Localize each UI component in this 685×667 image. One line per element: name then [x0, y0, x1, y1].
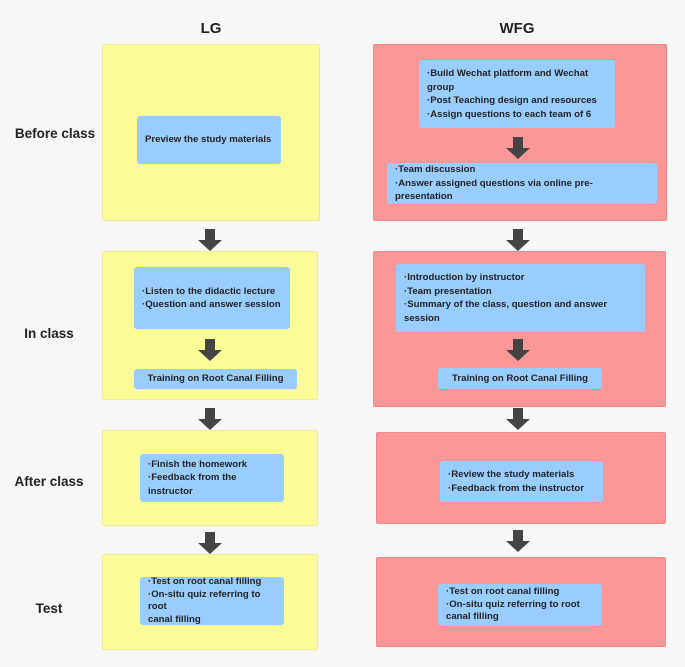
lg-training-box: Training on Root Canal Filling [134, 369, 297, 389]
wfg-column-header: WFG [499, 20, 535, 37]
box-line: ·Answer assigned questions via online pr… [395, 177, 593, 203]
box-line: ·On-situ quiz referring to root [148, 588, 261, 613]
box-line: ·Post Teaching design and resources [427, 95, 597, 106]
box-line: ·Introduction by instructor [404, 272, 525, 283]
box-line: Training on Root Canal Filling [452, 372, 588, 384]
box-line: ·Listen to the didactic lecture [142, 285, 276, 297]
box-line: ·Test on root canal filling [446, 586, 560, 598]
box-line: ·Finish the homework [148, 458, 248, 470]
box-line: ·Assign questions to each team of 6 [427, 108, 592, 120]
box-line: ·Team discussion [395, 164, 476, 176]
box-line: Training on Root Canal Filling [147, 373, 284, 385]
arrow-down-icon [198, 408, 222, 430]
arrow-down-icon [506, 229, 530, 251]
box-line: canal filling [148, 613, 201, 625]
wfg-review-box: ·Review the study materials ·Feedback fr… [440, 461, 603, 502]
arrow-down-icon [506, 408, 530, 430]
box-line: ·Review the study materials [448, 469, 575, 480]
box-line: Preview the study materials [145, 134, 272, 146]
row-label-after-class: After class [14, 474, 84, 489]
box-line: ·Feedback from the instructor [148, 472, 237, 497]
box-line: ·Team presentation [404, 285, 492, 297]
lg-column-header: LG [200, 20, 222, 37]
wfg-test-box: ·Test on root canal filling ·On-situ qui… [438, 584, 602, 626]
wfg-team-discussion-box: ·Team discussion ·Answer assigned questi… [387, 163, 657, 204]
lg-preview-box: Preview the study materials [137, 116, 281, 164]
arrow-down-icon [506, 339, 530, 361]
wfg-instructor-box: ·Introduction by instructor ·Team presen… [396, 264, 645, 332]
wfg-training-box: Training on Root Canal Filling [438, 368, 602, 389]
row-label-test: Test [35, 601, 63, 616]
arrow-down-icon [198, 532, 222, 554]
row-label-before-class: Before class [14, 126, 96, 141]
box-line: ·Question and answer session [142, 299, 281, 310]
box-line: ·Build Wechat platform and Wechat group [427, 68, 589, 93]
row-label-in-class: In class [24, 326, 74, 341]
box-line: ·Summary of the class, question and answ… [404, 299, 608, 324]
lg-lecture-box: ·Listen to the didactic lecture ·Questio… [134, 267, 290, 329]
box-line: ·On-situ quiz referring to root [446, 598, 580, 610]
wfg-test-panel [376, 557, 666, 647]
arrow-down-icon [506, 137, 530, 159]
lg-test-box: ·Test on root canal filling ·On-situ qui… [140, 576, 284, 625]
box-line: ·Test on root canal filling [148, 576, 262, 587]
wfg-wechat-box: ·Build Wechat platform and Wechat group … [419, 60, 615, 128]
arrow-down-icon [198, 339, 222, 361]
box-line: canal filling [446, 611, 499, 623]
lg-homework-box: ·Finish the homework ·Feedback from the … [140, 454, 284, 502]
arrow-down-icon [198, 229, 222, 251]
arrow-down-icon [506, 530, 530, 552]
box-line: ·Feedback from the instructor [448, 482, 584, 494]
